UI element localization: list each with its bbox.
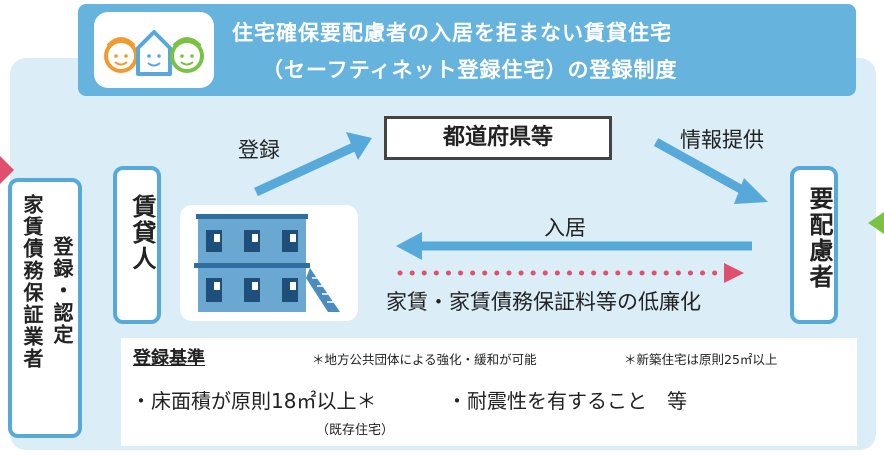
right-edge-arrow-icon	[868, 212, 884, 234]
left-edge-arrow-icon	[0, 156, 14, 184]
info-label: 情報提供	[680, 128, 764, 152]
criteria-item-earthquake: ・耐震性を有すること 等	[447, 389, 687, 413]
criteria-note-1: ＊地方公共団体による強化・緩和が可能	[312, 352, 537, 367]
criteria-box	[121, 338, 857, 446]
criteria-item-floor-area-note: （既存住宅）	[316, 423, 395, 438]
move-in-arrow-icon	[396, 232, 752, 260]
cost-reduction-dotted-arrow-icon	[397, 263, 744, 283]
move-in-label: 入居	[544, 216, 586, 240]
apartment-building-icon	[194, 214, 340, 312]
guarantor-box: 家賃債務保証業者 登録・認定	[8, 178, 82, 438]
register-arrow-icon	[254, 132, 372, 197]
tenant-box: 要配慮者	[790, 166, 838, 324]
criteria-note-2: ＊新築住宅は原則25㎡以上	[624, 352, 778, 367]
landlord-label: 賃貸人	[128, 194, 156, 272]
title-line1: 住宅確保要配慮者の入居を拒まない賃貸住宅	[232, 21, 672, 45]
government-box: 都道府県等	[384, 116, 612, 160]
criteria-heading: 登録基準	[133, 348, 205, 369]
tenant-label: 要配慮者	[805, 186, 833, 290]
register-label: 登録	[238, 138, 280, 162]
guarantor-label: 家賃債務保証業者	[20, 194, 44, 370]
logo	[94, 12, 214, 88]
title-line2: （セーフティネット登録住宅）の登録制度	[262, 58, 678, 82]
guarantor-action-label: 登録・認定	[50, 236, 74, 346]
landlord-box: 賃貸人	[113, 166, 161, 324]
cost-reduction-label: 家賃・家賃債務保証料等の低廉化	[386, 290, 701, 314]
criteria-item-floor-area: ・床面積が原則18㎡以上＊	[131, 389, 377, 413]
house-people-logo-icon	[104, 30, 204, 76]
info-arrow-icon	[653, 138, 768, 204]
